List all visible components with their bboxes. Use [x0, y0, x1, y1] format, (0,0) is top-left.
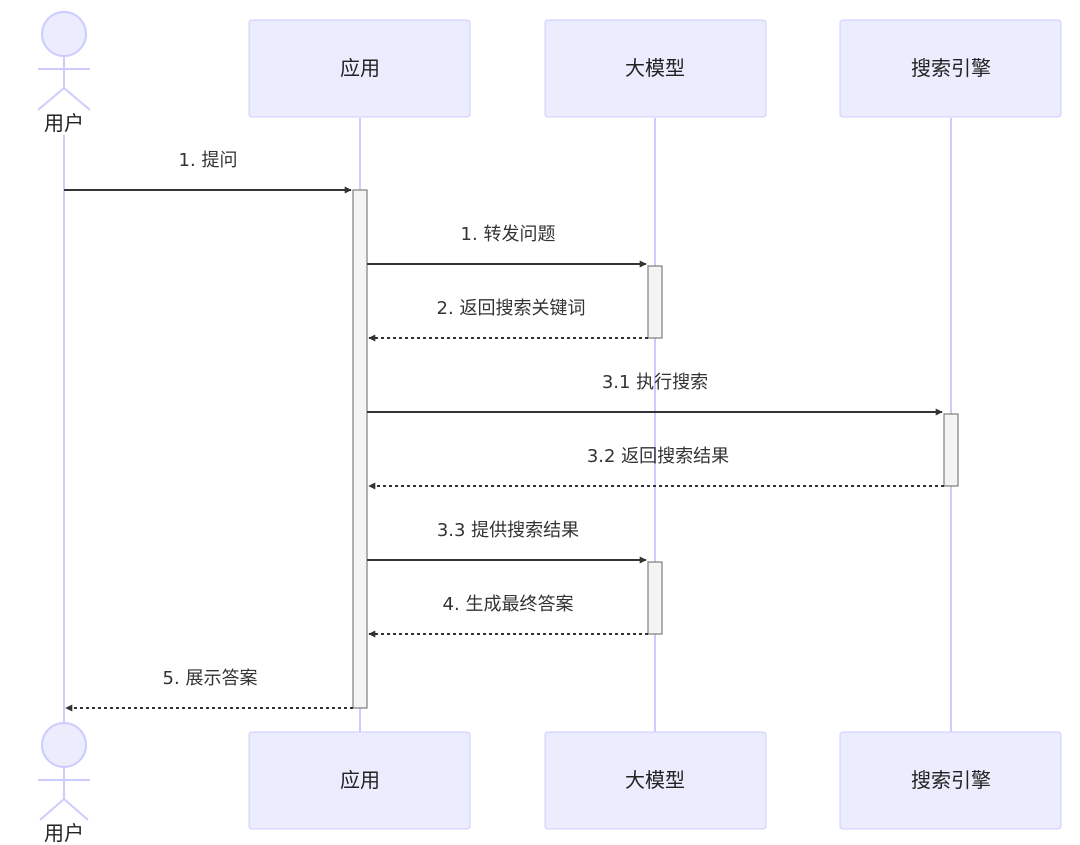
user-leg-left — [39, 798, 65, 821]
messages: 1. 提问 1. 转发问题 2. 返回搜索关键词 3.1 执行搜索 3.2 返回… — [64, 150, 944, 712]
actor-label-user-top: 用户 — [44, 111, 84, 135]
message-label: 1. 转发问题 — [461, 224, 556, 245]
message-label: 3.3 提供搜索结果 — [437, 520, 579, 541]
participant-search-bottom: 搜索引擎 — [839, 731, 1062, 830]
message-label: 1. 提问 — [179, 150, 238, 171]
activation-search — [943, 413, 959, 487]
message-label: 5. 展示答案 — [163, 668, 258, 689]
message-label: 3.2 返回搜索结果 — [587, 446, 729, 467]
user-leg-right — [63, 87, 91, 111]
user-actor-top: 用户 — [37, 11, 91, 135]
participant-label-llm-bottom: 大模型 — [625, 768, 685, 792]
participant-label-search-top: 搜索引擎 — [911, 56, 991, 80]
participant-label-app-bottom: 应用 — [340, 768, 380, 792]
participant-app-top: 应用 — [248, 19, 471, 118]
activation-llm-1 — [647, 265, 663, 339]
participant-llm-bottom: 大模型 — [544, 731, 767, 830]
participant-label-search-bottom: 搜索引擎 — [911, 768, 991, 792]
actor-label-user-bottom: 用户 — [44, 821, 84, 845]
activation-app — [352, 189, 368, 709]
user-head-icon — [41, 722, 87, 768]
message-label: 2. 返回搜索关键词 — [437, 298, 586, 319]
activations — [352, 189, 959, 709]
user-head-icon — [41, 11, 87, 57]
activation-llm-2 — [647, 561, 663, 635]
participant-search-top: 搜索引擎 — [839, 19, 1062, 118]
participant-app-bottom: 应用 — [248, 731, 471, 830]
user-leg-left — [37, 87, 65, 111]
participant-label-llm-top: 大模型 — [625, 56, 685, 80]
message-label: 3.1 执行搜索 — [602, 372, 708, 393]
participant-llm-top: 大模型 — [544, 19, 767, 118]
user-actor-bottom: 用户 — [38, 722, 90, 845]
lifelines — [63, 118, 952, 732]
message-label: 4. 生成最终答案 — [443, 594, 574, 615]
user-leg-right — [63, 798, 89, 821]
participant-label-app-top: 应用 — [340, 56, 380, 80]
